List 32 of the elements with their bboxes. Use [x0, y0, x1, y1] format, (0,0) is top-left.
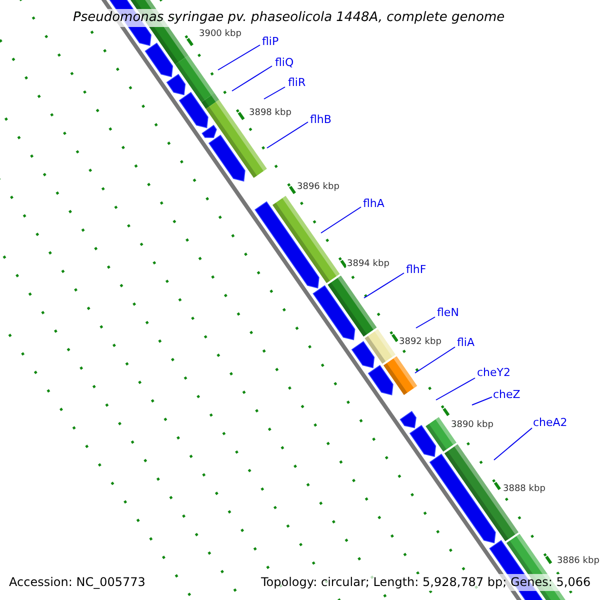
leader-line — [436, 378, 476, 400]
tick-label: 3900 kbp — [198, 29, 242, 39]
tick-label: 3898 kbp — [248, 108, 292, 118]
gene-label: cheZ — [493, 389, 520, 401]
leader-line — [472, 396, 492, 406]
gene-label: flhA — [363, 198, 384, 210]
leader-line — [218, 44, 260, 70]
leader-line — [266, 122, 308, 148]
leader-line — [232, 66, 272, 92]
leader-line — [414, 346, 456, 374]
leader-line — [320, 206, 362, 234]
gene-label: cheY2 — [477, 367, 511, 379]
gene-label: fliA — [457, 337, 475, 349]
gene-label: flhB — [310, 114, 332, 126]
gene-label: flhF — [406, 264, 426, 276]
gene-label: fleN — [437, 307, 459, 319]
tick-label: 3886 kbp — [556, 556, 600, 566]
leader-line — [416, 316, 436, 328]
leader-line — [364, 272, 404, 298]
tick-label: 3894 kbp — [346, 259, 390, 269]
tick-label: 3888 kbp — [502, 484, 546, 494]
leader-line — [264, 86, 286, 100]
gene-label: fliQ — [275, 57, 294, 69]
genome-stats-text: Topology: circular; Length: 5,928,787 bp; Genes: 5,066 — [259, 574, 593, 591]
gene-label: fliP — [262, 36, 279, 48]
accession-text: Accession: NC_005773 — [7, 574, 148, 591]
tick-label: 3890 kbp — [450, 420, 494, 430]
leader-line — [494, 428, 532, 460]
gene-label: fliR — [288, 77, 306, 89]
gene-label: cheA2 — [533, 417, 568, 429]
tick-label: 3896 kbp — [296, 182, 340, 192]
tick-label: 3892 kbp — [398, 337, 442, 347]
